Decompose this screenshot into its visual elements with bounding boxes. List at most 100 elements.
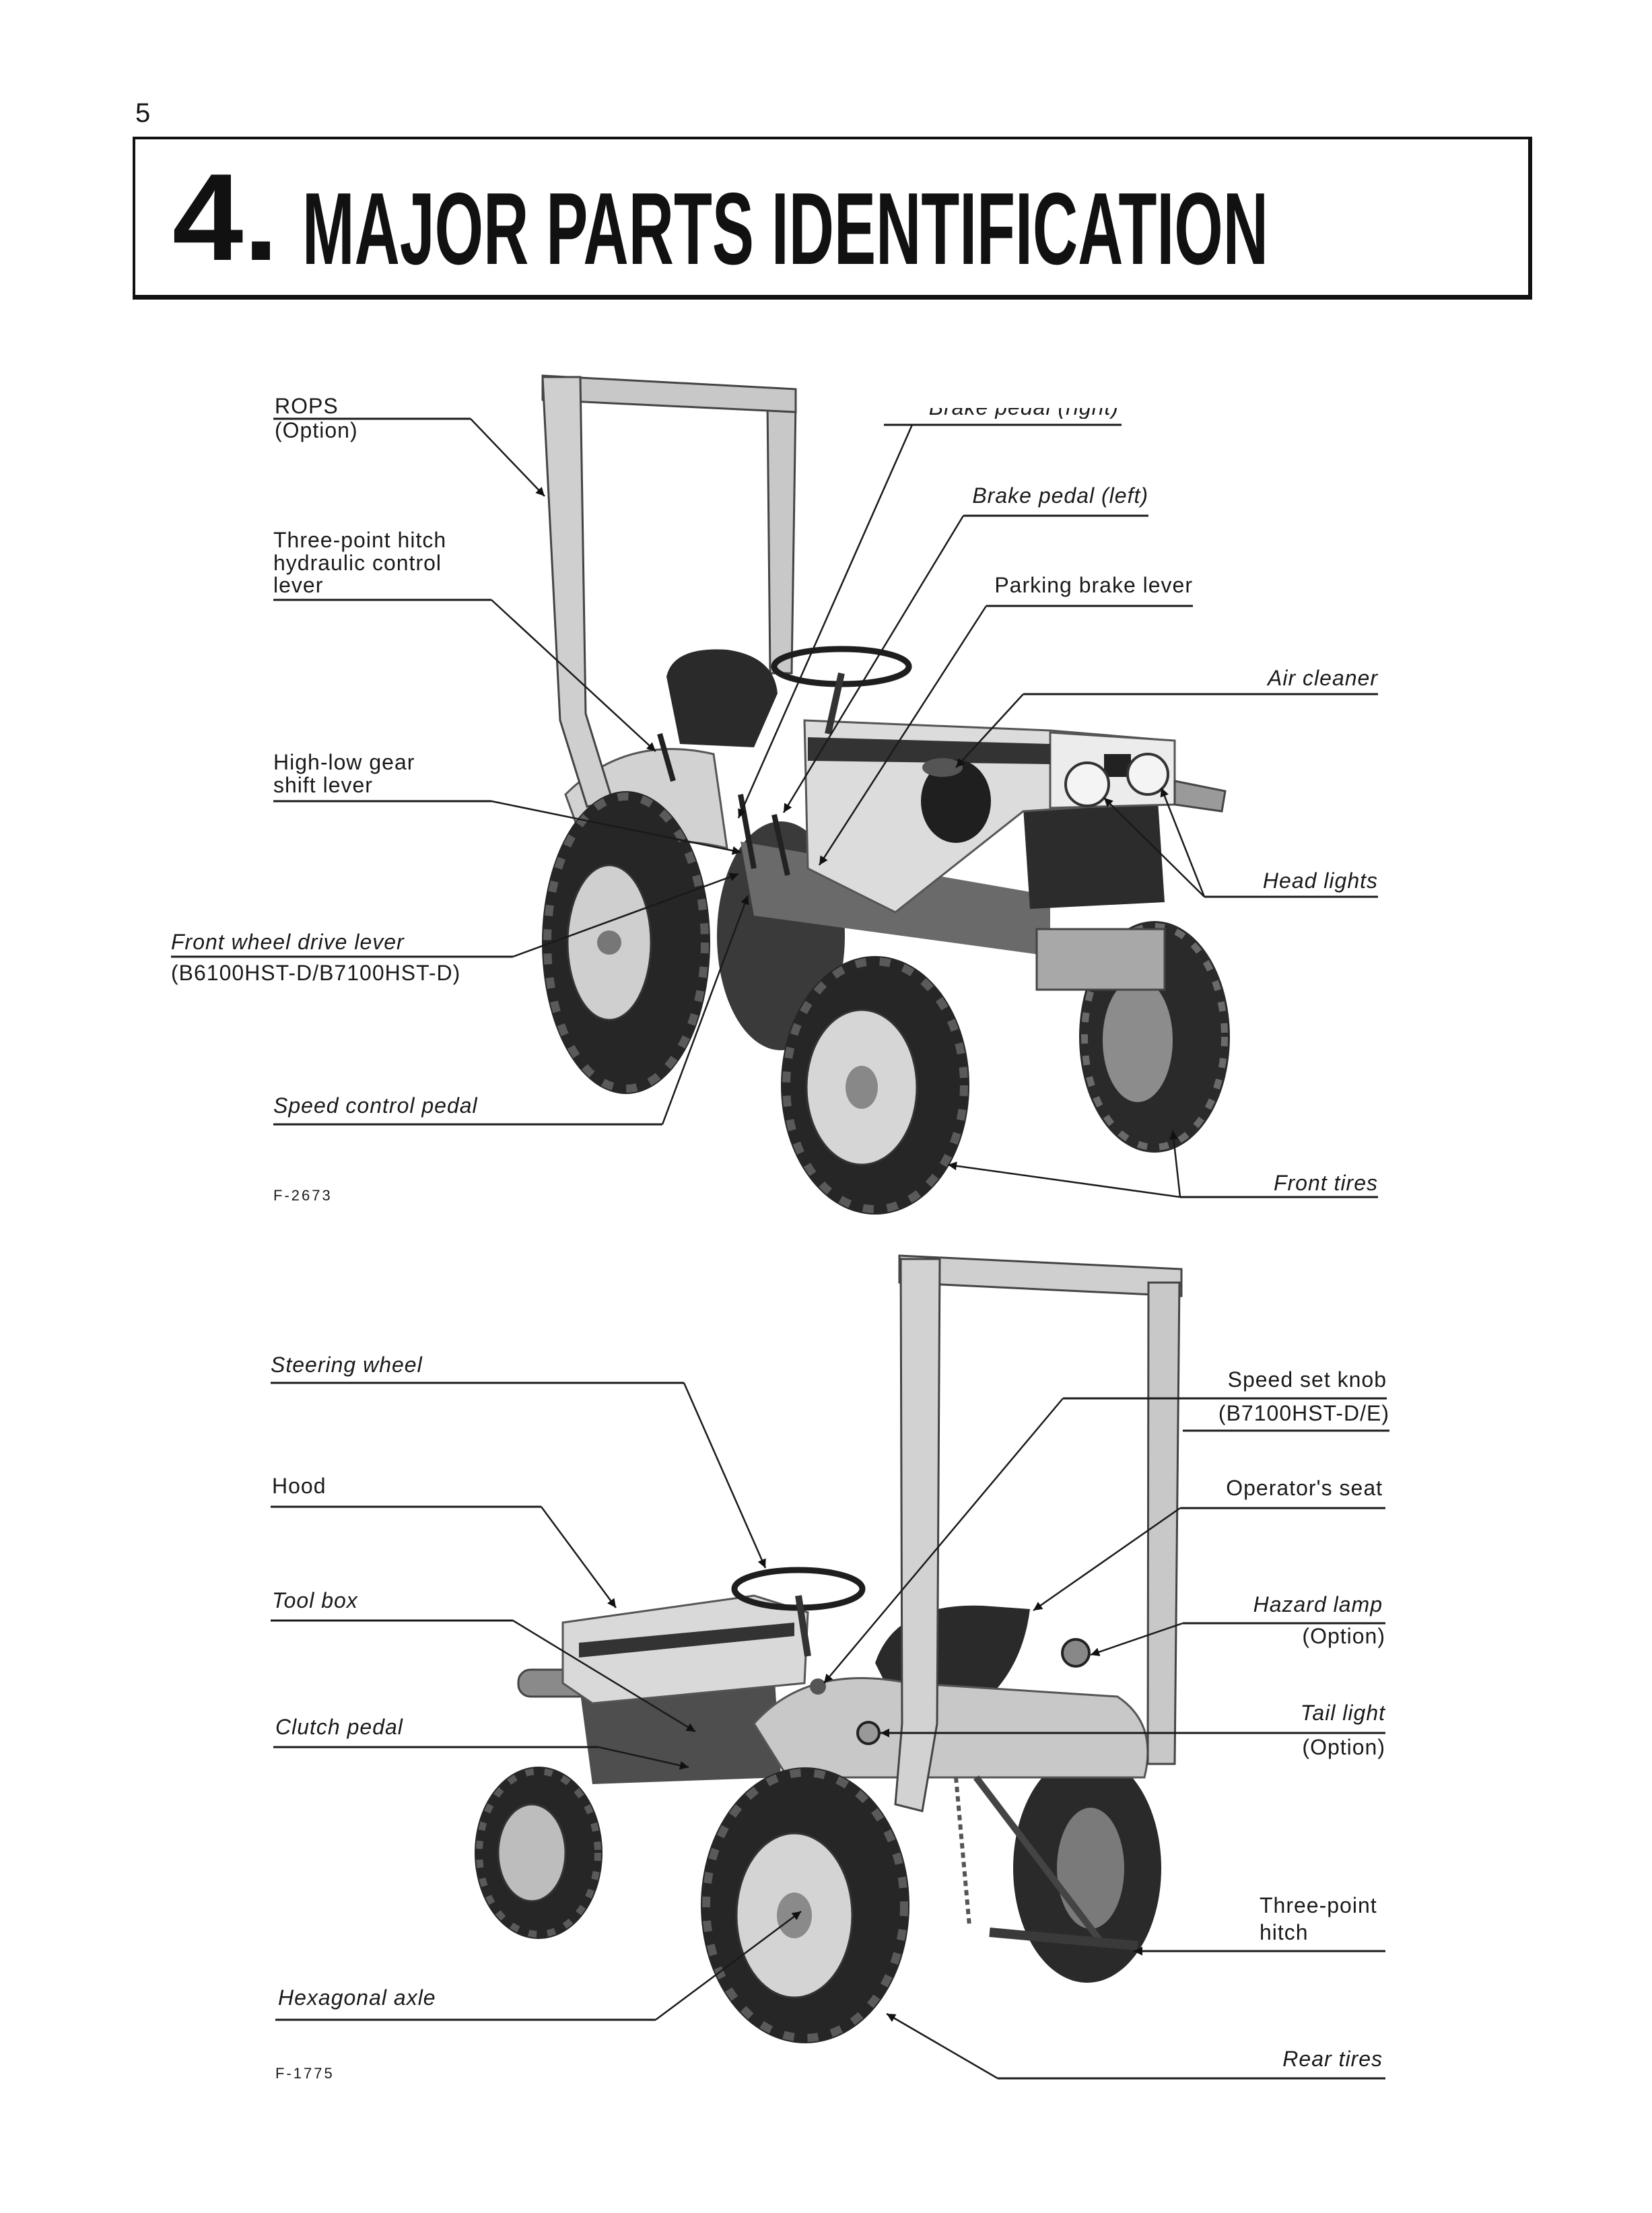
speed-set-knob — [810, 1678, 826, 1695]
label-operators-seat: Operator's seat — [1226, 1476, 1383, 1500]
hitch-control-leader — [491, 599, 656, 752]
tractor-rear-quarter-illustration — [475, 1254, 1183, 2043]
label-high-low-line1: High-low gear — [273, 750, 415, 774]
brake-right-leader — [737, 424, 914, 819]
label-tail-light: Tail light — [1300, 1701, 1385, 1725]
steering-column — [795, 1595, 811, 1657]
hazard-lamp-leader — [1090, 1622, 1183, 1656]
rear-fender — [753, 1677, 1149, 1779]
head-light-right — [1126, 753, 1169, 796]
hitch-chain — [954, 1777, 971, 1926]
label-brake-pedal-right: Brake pedal (right) — [928, 395, 1119, 419]
rops-left-post — [541, 376, 614, 808]
head-lights-leader-left — [1103, 797, 1205, 897]
label-rear-tires: Rear tires — [1282, 2047, 1383, 2071]
hitch-upper-link — [973, 1775, 1107, 1948]
label-high-low-line2: shift lever — [273, 773, 373, 797]
label-air-cleaner: Air cleaner — [1268, 666, 1378, 690]
label-hitch-control-line3: lever — [273, 573, 324, 597]
label-three-point-hitch-line2: hitch — [1260, 1920, 1309, 1944]
label-clutch-pedal: Clutch pedal — [275, 1715, 403, 1739]
hazard-lamp — [1061, 1638, 1091, 1668]
rops-leader — [470, 418, 545, 497]
head-lights-leader-right — [1160, 787, 1206, 897]
label-front-wheel-drive-lever: Front wheel drive lever — [171, 930, 405, 954]
page-number: 5 — [135, 98, 151, 128]
label-hazard-lamp: Hazard lamp — [1253, 1592, 1383, 1616]
rops-top-bar — [898, 1254, 1183, 1297]
main-rear-tread — [702, 1769, 908, 2042]
label-tail-light-option: (Option) — [1302, 1735, 1385, 1759]
steering-wheel-leader — [683, 1382, 767, 1569]
section-number: 4. — [172, 147, 279, 286]
label-rops: ROPS — [275, 394, 339, 418]
label-brake-pedal-left: Brake pedal (left) — [972, 483, 1148, 508]
parking-brake-leader — [818, 605, 988, 866]
label-parking-brake-lever: Parking brake lever — [994, 573, 1193, 597]
front-weight-bracket — [1035, 928, 1166, 991]
exhaust-pipe — [1173, 780, 1227, 813]
label-three-point-hitch-line1: Three-point — [1260, 1893, 1377, 1917]
front-left-tread — [782, 957, 968, 1213]
tail-light — [856, 1721, 881, 1745]
air-cleaner-leader — [955, 693, 1024, 768]
label-hexagonal-axle: Hexagonal axle — [278, 1985, 436, 2010]
front-right-tread — [1081, 923, 1228, 1151]
rear-left-tread — [543, 792, 709, 1093]
label-speed-set-knob: Speed set knob — [1227, 1367, 1387, 1392]
label-hood: Hood — [272, 1474, 326, 1498]
steering-column — [825, 672, 845, 735]
operator-seat — [666, 649, 778, 747]
label-rops-option: (Option) — [275, 418, 358, 442]
rear-tires-leader — [886, 2012, 998, 2080]
hitch-lower-link — [989, 1928, 1138, 1950]
operators-seat-leader — [1033, 1507, 1181, 1612]
front-panel — [1023, 801, 1165, 909]
label-tool-box: Tool box — [272, 1588, 358, 1612]
figure1-callout-lines — [171, 417, 1378, 1198]
brake-left-leader — [782, 515, 965, 813]
tractor-front-quarter-illustration — [541, 374, 1230, 1215]
front-right-rim — [1103, 978, 1173, 1102]
head-light-left — [1064, 761, 1110, 807]
hood-stripe — [579, 1623, 794, 1658]
hood — [561, 1594, 809, 1705]
figure2-callout-lines — [271, 1382, 1389, 2080]
clutch-pedal-leader — [598, 1746, 689, 1770]
label-hazard-lamp-option: (Option) — [1302, 1624, 1385, 1648]
front-tires-leader-left — [947, 1161, 1181, 1198]
tool-box-leader — [512, 1619, 696, 1733]
rops-right-post — [1146, 1281, 1181, 1765]
hexagonal-axle-leader — [655, 1910, 802, 2021]
speed-set-knob-leader — [823, 1398, 1064, 1684]
hood-stripe — [808, 737, 1050, 764]
label-speed-control-pedal: Speed control pedal — [273, 1093, 478, 1118]
label-front-wheel-drive-models: (B6100HST-D/B7100HST-D) — [171, 961, 461, 985]
air-cleaner-canister — [921, 759, 991, 843]
hitch-control-lever — [657, 733, 676, 782]
high-low-leader — [491, 800, 742, 855]
rear-left-hub — [597, 930, 621, 955]
pedal-linkage — [771, 814, 790, 876]
far-front-tread — [476, 1768, 601, 1938]
title-box — [133, 137, 1532, 300]
label-steering-wheel: Steering wheel — [271, 1353, 423, 1377]
right-rear-rim — [1057, 1808, 1124, 1929]
label-head-lights: Head lights — [1262, 869, 1378, 893]
label-hitch-control-line2: hydraulic control — [273, 551, 442, 575]
speed-control-leader — [661, 895, 749, 1125]
figure1-code: F-2673 — [273, 1187, 333, 1204]
label-speed-set-knob-models: (B7100HST-D/E) — [1218, 1401, 1389, 1425]
hood-leader — [540, 1506, 617, 1608]
label-hitch-control-line1: Three-point hitch — [273, 528, 447, 552]
rops-left-post — [894, 1258, 941, 1812]
far-front-rim — [497, 1803, 567, 1903]
front-tires-leader-right — [1169, 1130, 1181, 1198]
figure2-code: F-1775 — [275, 2065, 335, 2082]
page-title: MAJOR PARTS IDENTIFICATION — [302, 172, 1268, 286]
label-front-tires: Front tires — [1273, 1171, 1378, 1195]
front-left-hub — [846, 1066, 878, 1109]
fwd-lever-leader — [512, 873, 739, 958]
air-cleaner-cap — [922, 758, 963, 777]
